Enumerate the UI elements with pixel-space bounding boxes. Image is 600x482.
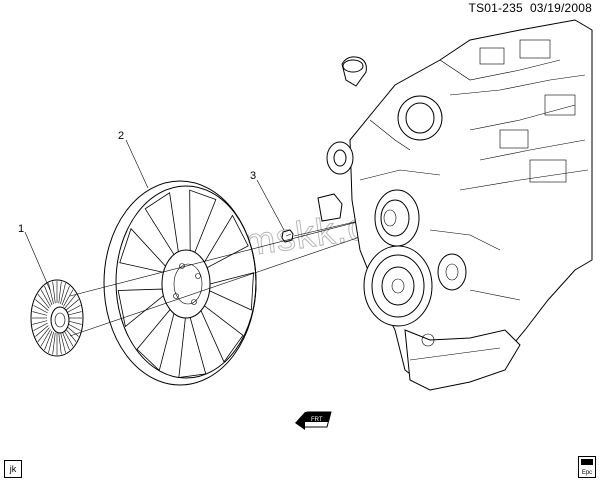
clutch-fin <box>37 327 50 342</box>
front-indicator-label: FRT <box>311 417 323 423</box>
document-id: TS01-235 03/19/2008 <box>469 1 592 15</box>
clutch-fin <box>66 311 82 316</box>
callout-leaders <box>24 139 285 291</box>
clutch-fin <box>64 294 77 309</box>
clutch-fin <box>61 285 70 306</box>
callout-1: 1 <box>18 223 24 235</box>
callout-3: 3 <box>250 170 256 182</box>
clutch-fin <box>63 289 74 307</box>
front-direction-arrow-icon: FRT <box>295 411 332 430</box>
clutch-fin <box>33 322 48 331</box>
corner-tag: jk <box>4 460 22 478</box>
clutch-fin <box>44 330 53 351</box>
clutch-fin <box>44 285 53 306</box>
clutch-fin <box>40 329 51 347</box>
clutch-fin <box>60 332 66 353</box>
epc-badge-icon: Epc <box>578 456 596 478</box>
clutch-fin <box>48 283 54 304</box>
badge-text: Epc <box>581 470 593 476</box>
clutch-fin <box>37 294 50 309</box>
clutch-fin <box>52 332 56 355</box>
cooling-fan-part <box>103 180 257 386</box>
clutch-fin <box>63 329 74 347</box>
clutch-fin <box>58 332 62 355</box>
doc-id-code: TS01-235 <box>468 1 523 15</box>
clutch-fin <box>65 299 79 311</box>
clutch-fin <box>35 299 49 311</box>
clutch-fin <box>35 325 49 337</box>
clutch-fin <box>66 305 81 314</box>
clutch-fin <box>33 305 48 314</box>
clutch-fin <box>52 281 56 304</box>
callout-2: 2 <box>118 130 124 142</box>
clutch-fin <box>48 332 54 353</box>
clutch-fin <box>60 283 66 304</box>
fan-clutch-part <box>30 279 84 357</box>
clutch-fin <box>32 320 48 325</box>
clutch-fin <box>64 327 77 342</box>
engine-assembly <box>317 19 593 391</box>
clutch-fin <box>58 281 62 304</box>
clutch-fin <box>61 330 70 351</box>
clutch-fin <box>32 311 48 316</box>
doc-date: 03/19/2008 <box>529 1 592 15</box>
clutch-fin <box>40 289 51 307</box>
